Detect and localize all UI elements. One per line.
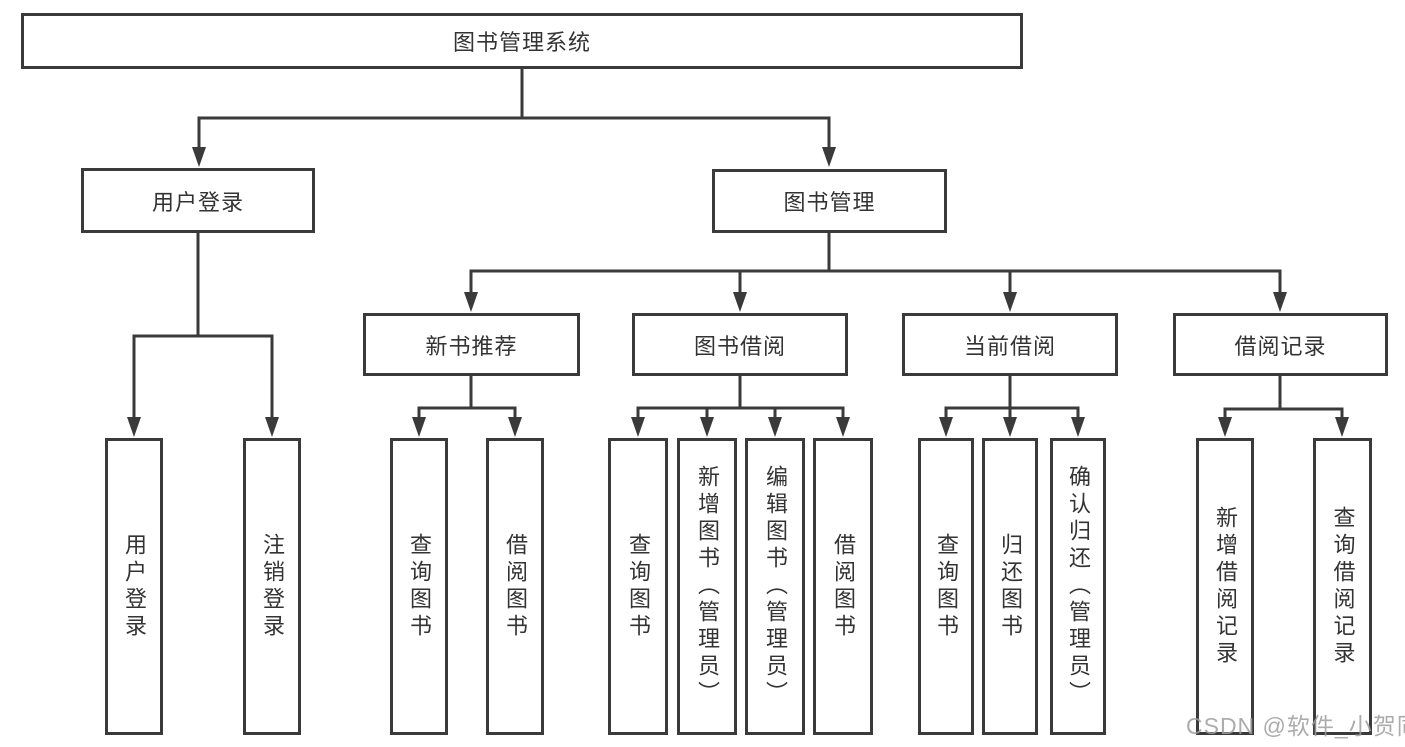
- node-label: 图书借阅: [693, 333, 786, 359]
- node-query-borrow-record: 查询借阅记录: [1313, 438, 1372, 735]
- node-label: 新增借阅记录: [1213, 505, 1238, 668]
- node-current-borrowing: 当前借阅: [902, 313, 1118, 376]
- node-label: 新书推荐: [425, 333, 518, 359]
- node-label: 查询图书: [934, 532, 959, 641]
- node-add-books-admin: 新增图书（管理员）: [677, 438, 737, 735]
- node-label: 新增图书（管理员）: [695, 465, 720, 708]
- node-query-books-1: 查询图书: [390, 438, 448, 735]
- node-user-login-leaf: 用户登录: [105, 438, 163, 735]
- node-query-books-3: 查询图书: [918, 438, 974, 735]
- node-query-books-2: 查询图书: [608, 438, 668, 735]
- node-label: 查询图书: [407, 532, 432, 641]
- node-label: 图书管理: [783, 190, 876, 215]
- node-label: 编辑图书（管理员）: [763, 465, 788, 708]
- node-return-books: 归还图书: [982, 438, 1038, 735]
- node-book-management: 图书管理: [712, 169, 947, 233]
- node-edit-books-admin: 编辑图书（管理员）: [745, 438, 805, 735]
- node-borrowing-records: 借阅记录: [1173, 313, 1388, 376]
- node-book-borrowing: 图书借阅: [632, 313, 848, 376]
- node-label: 图书管理系统: [452, 30, 591, 55]
- node-borrow-books-1: 借阅图书: [486, 438, 544, 735]
- node-user-login-branch: 用户登录: [81, 168, 315, 233]
- node-label: 用户登录: [122, 532, 147, 641]
- node-label: 注销登录: [260, 532, 285, 641]
- node-add-borrow-record: 新增借阅记录: [1196, 438, 1254, 735]
- node-label: 归还图书: [998, 532, 1023, 641]
- node-borrow-books-2: 借阅图书: [813, 438, 873, 735]
- node-label: 借阅图书: [831, 532, 856, 641]
- node-library-management-system: 图书管理系统: [21, 13, 1023, 69]
- node-label: 查询图书: [626, 532, 651, 641]
- node-label: 确认归还（管理员）: [1066, 465, 1091, 708]
- node-label: 借阅记录: [1234, 333, 1327, 359]
- node-label: 当前借阅: [963, 333, 1056, 359]
- watermark: CSDN @软件_小贺同学: [1186, 713, 1405, 739]
- node-label: 查询借阅记录: [1330, 505, 1356, 668]
- node-new-book-recommendation: 新书推荐: [363, 313, 580, 376]
- node-label: 用户登录: [151, 189, 244, 215]
- node-confirm-return-admin: 确认归还（管理员）: [1050, 438, 1106, 735]
- node-logout: 注销登录: [243, 438, 301, 735]
- node-label: 借阅图书: [503, 532, 528, 641]
